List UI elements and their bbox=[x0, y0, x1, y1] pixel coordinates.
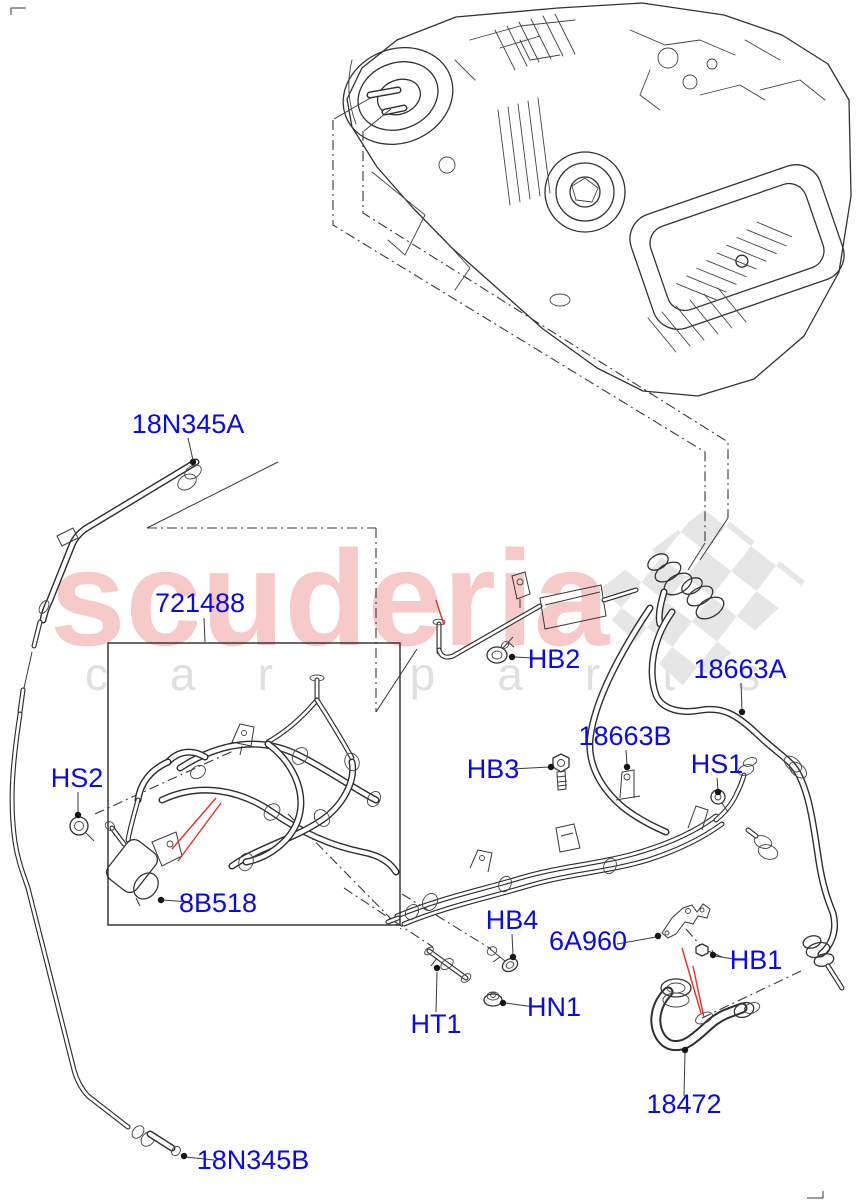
fitting-ht1-drawing bbox=[424, 946, 472, 983]
fastener-hs2-drawing bbox=[69, 816, 95, 842]
part-label-HB4[interactable]: HB4 bbox=[486, 905, 539, 935]
fastener-hn1-drawing bbox=[483, 991, 503, 1007]
fastener-hb4-drawing bbox=[486, 946, 519, 973]
part-label-18N345B[interactable]: 18N345B bbox=[197, 1145, 310, 1175]
part-label-HB2[interactable]: HB2 bbox=[528, 644, 581, 674]
part-label-18472[interactable]: 18472 bbox=[646, 1089, 721, 1119]
fastener-hb1-drawing bbox=[695, 943, 723, 958]
checkered-flag-watermark bbox=[588, 506, 806, 692]
part-label-HB3[interactable]: HB3 bbox=[467, 754, 520, 784]
center-pipe-drawing bbox=[432, 571, 639, 660]
part-label-HS2[interactable]: HS2 bbox=[51, 763, 104, 793]
part-label-6A960[interactable]: 6A960 bbox=[549, 926, 627, 956]
watermark-subtext: car parts bbox=[85, 648, 822, 700]
hose-to-rail-drawing bbox=[586, 604, 670, 836]
corner-marks bbox=[10, 7, 824, 1199]
label-leader-lines bbox=[74, 437, 746, 1161]
hose-18663a-drawing bbox=[648, 608, 845, 991]
hose-18472-drawing bbox=[650, 978, 761, 1052]
hose-18n345-drawing bbox=[9, 458, 202, 1157]
part-label-18663B[interactable]: 18663B bbox=[578, 721, 671, 751]
part-label-721488[interactable]: 721488 bbox=[155, 588, 245, 618]
pipe-rail-drawing bbox=[385, 757, 779, 927]
part-label-18663A[interactable]: 18663A bbox=[693, 654, 786, 684]
red-callout-lines bbox=[171, 599, 705, 1019]
bracket-6a960-drawing bbox=[661, 903, 711, 939]
part-label-18N345A[interactable]: 18N345A bbox=[132, 409, 245, 439]
aux-pump-8b518-drawing bbox=[104, 821, 183, 907]
part-label-HN1[interactable]: HN1 bbox=[527, 992, 581, 1022]
part-label-8B518[interactable]: 8B518 bbox=[179, 888, 257, 918]
hose-assembly-box bbox=[107, 642, 401, 926]
part-labels: 18N345A 721488 HS2 8B518 18N345B HB2 186… bbox=[51, 409, 787, 1175]
part-label-HS1[interactable]: HS1 bbox=[691, 749, 744, 779]
part-label-HB1[interactable]: HB1 bbox=[730, 945, 783, 975]
hose-connector-cluster-drawing bbox=[647, 553, 725, 628]
fastener-hb3-drawing bbox=[552, 753, 570, 791]
watermark: scuderia car parts bbox=[50, 522, 822, 700]
fastener-hb2-drawing bbox=[486, 636, 515, 664]
part-label-HT1[interactable]: HT1 bbox=[410, 1009, 461, 1039]
watermark-brand: scuderia bbox=[50, 522, 611, 674]
heater-unit-drawing bbox=[342, 2, 852, 397]
projection-lines bbox=[94, 96, 802, 1019]
